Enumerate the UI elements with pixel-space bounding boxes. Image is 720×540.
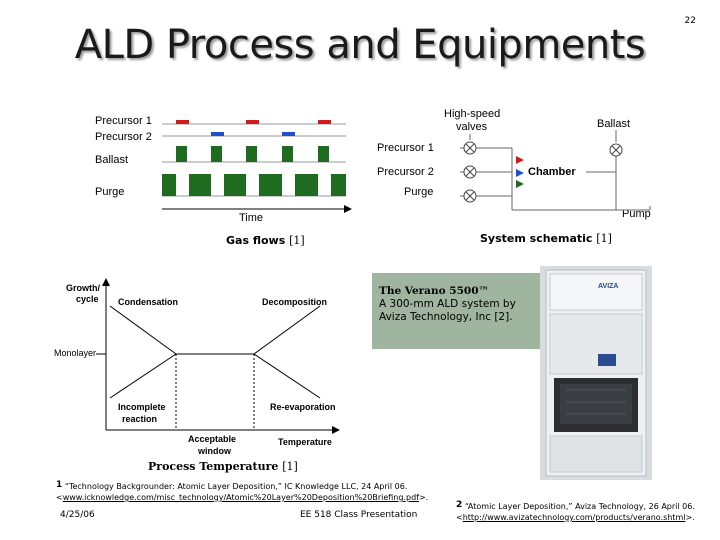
- gas-flows-diagram: Precursor 1 Precursor 2 Ballast Purge Ti…: [0, 0, 360, 250]
- footnote-1: 1 “Technology Backgrounder: Atomic Layer…: [56, 480, 429, 502]
- label-incomplete: Incomplete: [118, 402, 166, 412]
- label-chamber: Chamber: [528, 166, 576, 178]
- label-ballast-schematic: Ballast: [597, 118, 631, 130]
- system-schematic: High-speed valves Ballast Precursor 1 Pr…: [360, 100, 720, 250]
- label-pump: Pump: [622, 208, 651, 220]
- label-high-speed: High-speed: [444, 108, 501, 120]
- caption-process-temperature: Process Temperature [1]: [148, 460, 298, 473]
- label-decomposition: Decomposition: [262, 297, 328, 307]
- slide-title: ALD Process and Equipments: [74, 22, 646, 68]
- footer-course: EE 518 Class Presentation: [300, 510, 418, 520]
- slide-number: 22: [684, 16, 696, 26]
- label-growth: Growth/: [66, 283, 100, 293]
- process-window-diagram: Growth/ cycle Condensation Decomposition…: [0, 270, 360, 475]
- label-time: Time: [239, 212, 264, 224]
- footnote-2: 2 “Atomic Layer Deposition,” Aviza Techn…: [456, 500, 695, 522]
- callout-name: The Verano 5500™: [379, 285, 489, 297]
- label-precursor-1-schematic: Precursor 1: [377, 142, 434, 154]
- label-cycle: cycle: [76, 294, 99, 304]
- caption-system-schematic: System schematic [1]: [480, 232, 612, 245]
- label-precursor-2: Precursor 2: [95, 131, 152, 143]
- footnote-1-link[interactable]: www.icknowledge.com/misc_technology/Atom…: [62, 493, 419, 502]
- label-valves: valves: [456, 121, 488, 133]
- label-reevaporation: Re-evaporation: [270, 402, 336, 412]
- label-temperature: Temperature: [278, 437, 332, 447]
- label-acceptable: Acceptable: [188, 434, 237, 444]
- verano-callout: The Verano 5500™ A 300-mm ALD system by …: [372, 273, 548, 349]
- footnote-2-link[interactable]: http://www.avizatechnology.com/products/…: [462, 513, 686, 522]
- label-condensation: Condensation: [118, 297, 178, 307]
- label-purge: Purge: [95, 186, 125, 198]
- callout-line-2: Aviza Technology, Inc [2].: [379, 311, 513, 323]
- label-precursor-2-schematic: Precursor 2: [377, 166, 434, 178]
- label-reaction: reaction: [122, 414, 158, 424]
- schematic-lines: [460, 130, 651, 211]
- label-monolayer: Monolayer: [54, 348, 97, 358]
- label-precursor-1: Precursor 1: [95, 115, 152, 127]
- label-ballast: Ballast: [95, 154, 129, 166]
- gas-flow-pulses: [162, 120, 352, 213]
- label-purge-schematic: Purge: [404, 186, 434, 198]
- verano-machine-photo: AVIZA: [540, 266, 652, 480]
- machine-badge: AVIZA: [598, 283, 618, 290]
- callout-line-1: A 300-mm ALD system by: [379, 298, 516, 310]
- footer-date: 4/25/06: [60, 510, 95, 520]
- process-window-lines: [96, 278, 340, 434]
- caption-gas-flows: Gas flows [1]: [226, 234, 305, 247]
- label-window: window: [198, 446, 231, 456]
